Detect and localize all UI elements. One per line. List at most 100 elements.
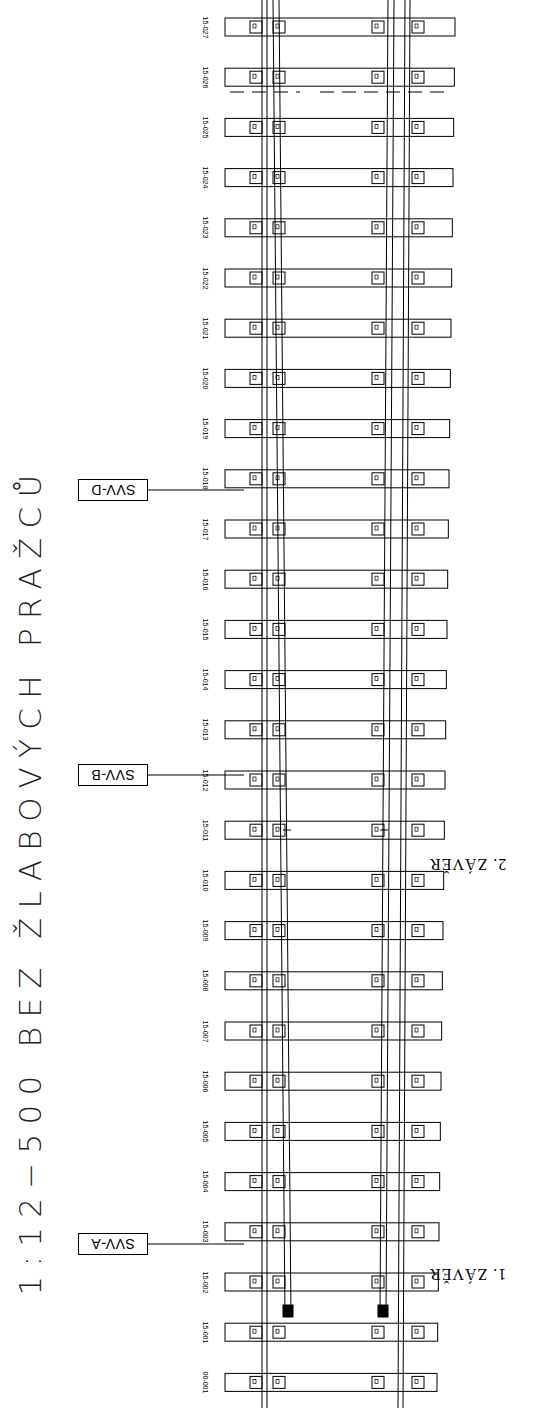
base-plate — [250, 121, 262, 133]
base-plate — [273, 372, 285, 384]
leader-line — [148, 490, 244, 491]
fastener — [415, 626, 418, 630]
base-plate — [412, 1125, 424, 1137]
fastener — [253, 74, 256, 78]
fastener — [375, 1279, 378, 1283]
fastener — [253, 877, 256, 881]
base-plate — [250, 774, 262, 786]
sleeper-number: 15-015 — [202, 618, 209, 640]
sleeper-number: 15-014 — [202, 669, 209, 691]
drawing-title: 1:12−500 BEZ ŽLABOVÝCH PRAŽCŮ — [15, 465, 46, 1295]
lock-mark — [283, 830, 291, 831]
base-plate — [250, 674, 262, 686]
fastener — [415, 476, 418, 480]
sleeper-number: 00-001 — [202, 1371, 209, 1393]
base-plate — [273, 774, 285, 786]
sleeper — [225, 18, 455, 36]
fastener — [375, 827, 378, 831]
base-plate — [250, 423, 262, 435]
sleeper — [225, 1173, 440, 1191]
dashed-line — [230, 92, 300, 93]
fastener — [253, 175, 256, 179]
switch-rail — [273, 0, 285, 1315]
fastener — [375, 1229, 378, 1233]
base-plate — [372, 774, 384, 786]
base-plate — [273, 1176, 285, 1188]
base-plate — [250, 1075, 262, 1087]
stock-rail — [403, 0, 410, 1408]
sleeper — [225, 721, 446, 739]
base-plate — [250, 172, 262, 184]
fastener — [253, 1078, 256, 1082]
base-plate — [273, 724, 285, 736]
base-plate — [412, 1075, 424, 1087]
fastener — [415, 1329, 418, 1333]
base-plate — [412, 322, 424, 334]
fastener — [276, 877, 279, 881]
base-plate — [250, 21, 262, 33]
base-plate — [412, 372, 424, 384]
base-plate — [372, 523, 384, 535]
fastener — [375, 1379, 378, 1383]
base-plate — [412, 222, 424, 234]
sleeper-number: 15-011 — [203, 820, 210, 841]
base-plate — [372, 1125, 384, 1137]
sleeper — [225, 68, 454, 86]
callout-text: SVV-D — [91, 483, 136, 497]
fastener — [375, 275, 378, 279]
fastener — [415, 175, 418, 179]
fastener — [375, 1179, 378, 1183]
fastener — [253, 827, 256, 831]
base-plate — [372, 21, 384, 33]
fastener — [415, 24, 418, 28]
stock-rail — [262, 0, 263, 1408]
base-plate — [412, 121, 424, 133]
base-plate — [273, 272, 285, 284]
base-plate — [250, 874, 262, 886]
base-plate — [273, 975, 285, 987]
base-plate — [250, 473, 262, 485]
fastener — [415, 777, 418, 781]
fastener — [253, 124, 256, 128]
fastener — [276, 928, 279, 932]
fastener — [276, 275, 279, 279]
fastener — [253, 426, 256, 430]
leader-line — [148, 1244, 244, 1245]
sleeper-number: 15-001 — [202, 1321, 209, 1343]
base-plate — [250, 372, 262, 384]
base-plate — [250, 1176, 262, 1188]
base-plate — [372, 172, 384, 184]
sleeper — [225, 520, 448, 538]
base-plate — [412, 573, 424, 585]
fastener — [253, 1128, 256, 1132]
fastener — [415, 1128, 418, 1132]
fastener — [375, 1078, 378, 1082]
fastener — [375, 576, 378, 580]
base-plate — [273, 1025, 285, 1037]
base-plate — [372, 573, 384, 585]
sleeper-number: 15-022 — [202, 267, 209, 289]
fastener — [253, 476, 256, 480]
sleeper — [225, 1223, 439, 1241]
base-plate — [250, 724, 262, 736]
base-plate — [250, 1226, 262, 1238]
base-plate — [273, 1326, 285, 1338]
sleeper-number: 15-017 — [202, 518, 209, 540]
switch-tip — [283, 1305, 293, 1317]
fastener — [253, 1179, 256, 1183]
fastener — [415, 325, 418, 329]
base-plate — [412, 423, 424, 435]
base-plate — [372, 1326, 384, 1338]
sleeper — [225, 118, 454, 136]
switch-rail — [386, 0, 394, 1315]
sleeper — [225, 972, 442, 990]
sleepers — [225, 18, 455, 1391]
fastener — [253, 1229, 256, 1233]
sleeper — [225, 1072, 441, 1090]
base-plate — [372, 623, 384, 635]
stock-rail — [267, 0, 268, 1408]
base-plate — [250, 975, 262, 987]
sleeper — [225, 319, 451, 337]
fastener — [375, 1329, 378, 1333]
sleeper — [225, 871, 444, 889]
